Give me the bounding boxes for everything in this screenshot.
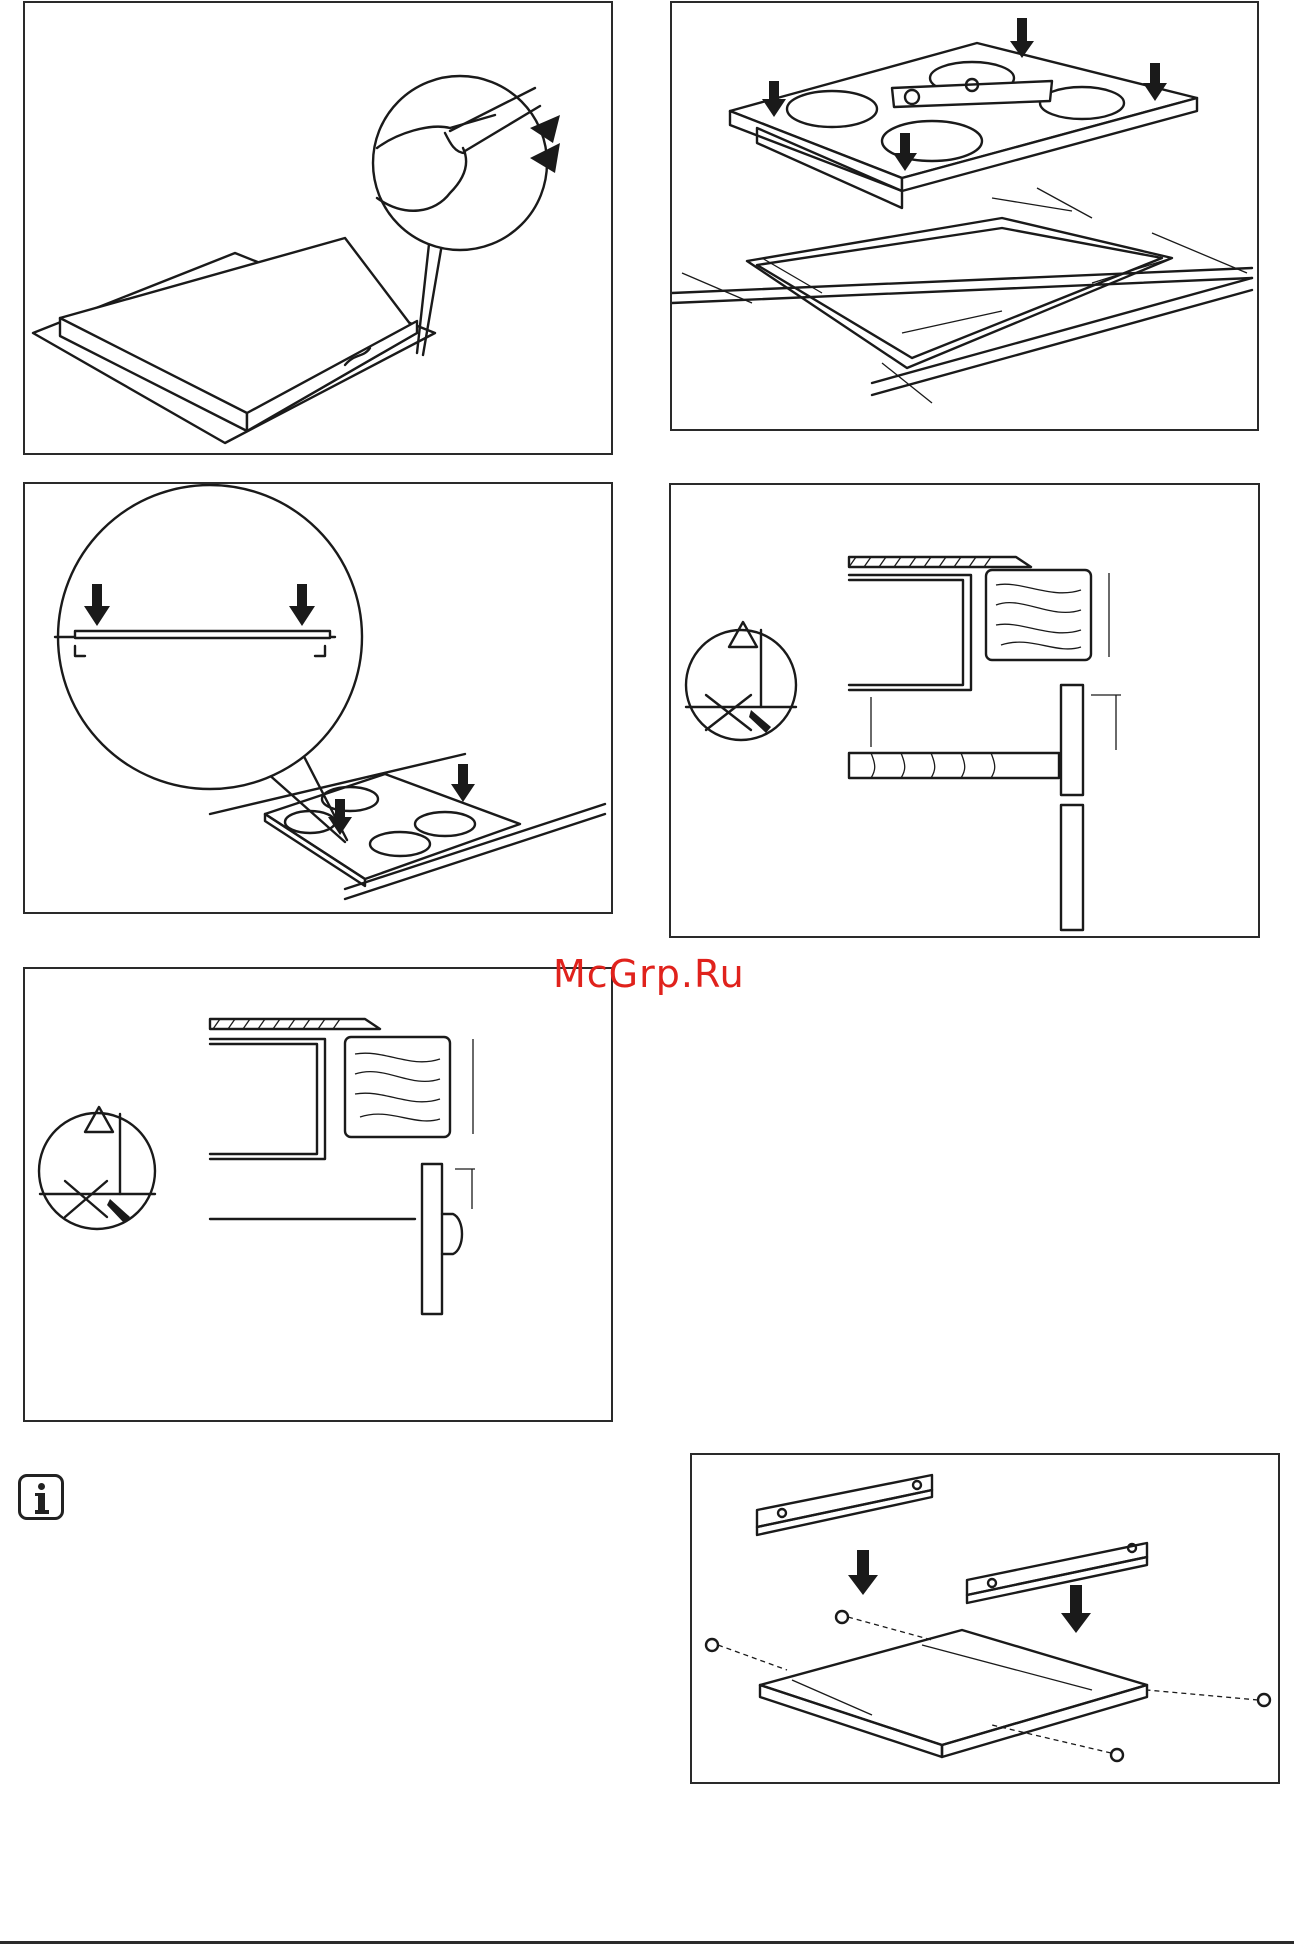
figure-hob-placement: [23, 482, 613, 914]
wood-block: [986, 570, 1109, 660]
figure-hob-cutout-dimensions: [670, 1, 1259, 431]
figure-drawer-clearance: [669, 483, 1260, 938]
base-tray: [760, 1630, 1147, 1757]
figure-bracket-assembly: [690, 1453, 1280, 1784]
footer-rule: [0, 1941, 1294, 1944]
hob-panel: [60, 238, 417, 431]
screw-icon: [1258, 1694, 1270, 1706]
bracket-right: [967, 1543, 1147, 1603]
figure-door-clearance: [23, 967, 613, 1422]
screw-icon: [1111, 1749, 1123, 1761]
info-icon: [18, 1474, 64, 1520]
arrow-down-icon: [848, 1550, 878, 1595]
hob-top: [730, 43, 1197, 208]
drawer-shelf: [849, 685, 1121, 930]
cutout-frame: [672, 188, 1252, 403]
hob-small: [265, 764, 520, 886]
arrow-down-icon: [1061, 1585, 1091, 1633]
bracket-left: [757, 1475, 932, 1535]
screw-icon: [706, 1639, 718, 1651]
figure-seal-strip: [23, 1, 613, 455]
warning-detail: [39, 1107, 155, 1229]
screw-icon: [836, 1611, 848, 1623]
warning-detail: [686, 622, 796, 740]
watermark: McGrp.Ru: [553, 952, 745, 996]
door-panel: [210, 1164, 475, 1314]
wood-block: [345, 1037, 473, 1137]
